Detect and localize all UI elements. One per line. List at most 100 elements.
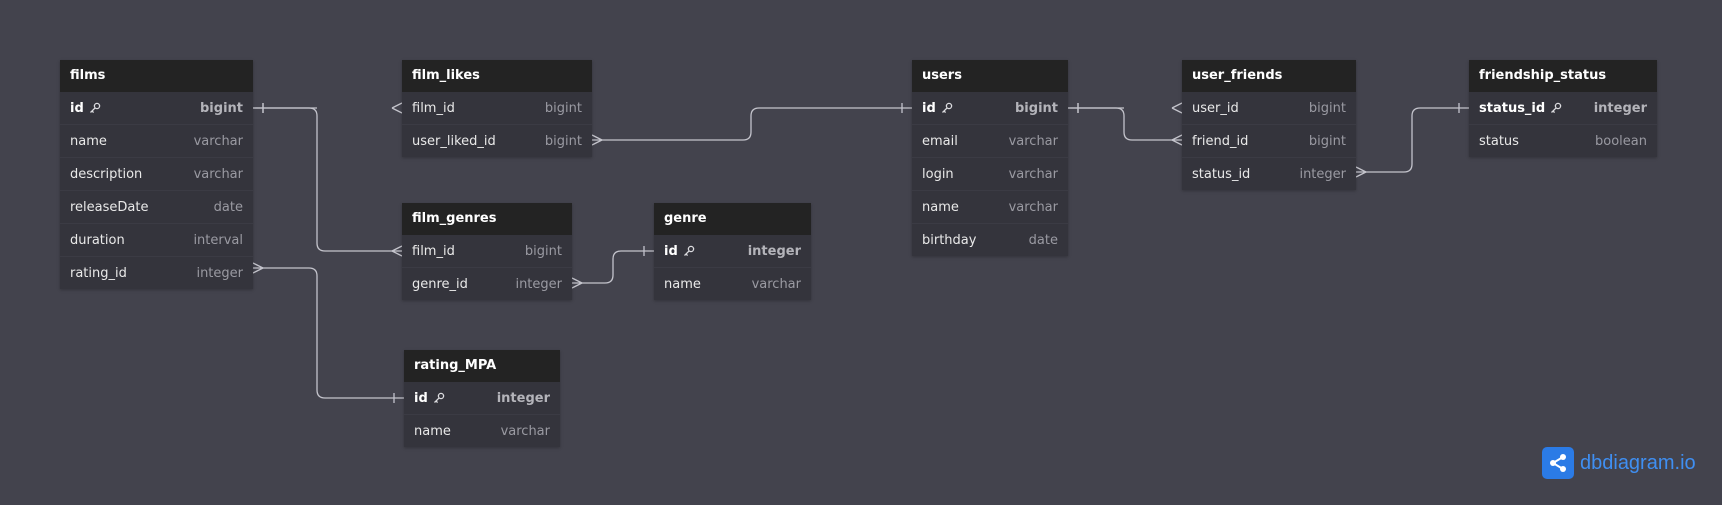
field-name: user_liked_id (412, 133, 496, 149)
field-name: id (664, 243, 678, 259)
field-friendship-status-status-id[interactable]: status_id integer (1469, 92, 1657, 124)
field-users-name[interactable]: name varchar (912, 190, 1068, 223)
table-header-user-friends: user_friends (1182, 60, 1356, 92)
field-name: birthday (922, 232, 977, 248)
field-name: id (922, 100, 936, 116)
table-header-films: films (60, 60, 253, 92)
relationship-line (1068, 107, 1182, 141)
field-name-group: duration (70, 233, 125, 248)
many-marker (591, 134, 603, 146)
field-type: bigint (544, 133, 582, 149)
field-name-group: name (70, 134, 107, 149)
brand-name: dbdiagram (1580, 451, 1675, 474)
field-name-group: name (664, 277, 701, 292)
field-genre-id[interactable]: id integer (654, 235, 811, 267)
table-header-film-genres: film_genres (402, 203, 572, 235)
dbdiagram-brand[interactable]: dbdiagram.io (1542, 447, 1696, 479)
field-type: integer (1593, 100, 1647, 116)
primary-key-icon (683, 245, 695, 257)
many-marker (1171, 134, 1183, 146)
field-type: varchar (193, 166, 243, 182)
table-film-genres[interactable]: film_genres film_id bigint genre_id integer (402, 203, 572, 300)
field-name: name (664, 276, 701, 292)
field-name-group: user_id (1192, 101, 1239, 116)
field-films-duration[interactable]: duration interval (60, 223, 253, 256)
relationship-line (253, 107, 402, 252)
field-name-group: film_id (412, 101, 455, 116)
field-rating-MPA-id[interactable]: id integer (404, 382, 560, 414)
field-name: film_id (412, 243, 455, 259)
field-name: description (70, 166, 143, 182)
field-name-group: id (70, 101, 101, 116)
field-name: name (70, 133, 107, 149)
field-name: name (922, 199, 959, 215)
brand-text: dbdiagram.io (1580, 452, 1696, 475)
field-name-group: friend_id (1192, 134, 1248, 149)
field-name: duration (70, 232, 125, 248)
brand-suffix: .io (1674, 451, 1696, 474)
field-name: id (70, 100, 84, 116)
field-type: integer (196, 265, 243, 281)
many-marker (391, 245, 403, 257)
field-name: status_id (1479, 100, 1546, 116)
table-films[interactable]: films id bigint name varchar description varch… (60, 60, 253, 289)
field-type: bigint (524, 243, 562, 259)
field-film-likes-user-liked-id[interactable]: user_liked_id bigint (402, 124, 592, 157)
field-type: bigint (1015, 100, 1058, 116)
field-films-description[interactable]: description varchar (60, 157, 253, 190)
field-name: friend_id (1192, 133, 1249, 149)
table-header-friendship-status: friendship_status (1469, 60, 1657, 92)
field-name-group: id (664, 244, 695, 259)
field-name-group: genre_id (412, 277, 468, 292)
field-type: integer (747, 243, 801, 259)
field-name-group: releaseDate (70, 200, 148, 215)
relationship-line (253, 267, 404, 399)
field-name: id (414, 390, 428, 406)
field-type: varchar (751, 276, 801, 292)
field-type: varchar (1008, 199, 1058, 215)
field-genre-name[interactable]: name varchar (654, 267, 811, 300)
field-type: date (1028, 232, 1058, 248)
field-type: varchar (193, 133, 243, 149)
relationship-line (592, 107, 912, 141)
field-name-group: login (922, 167, 954, 182)
field-film-genres-film-id[interactable]: film_id bigint (402, 235, 572, 267)
field-name: name (414, 423, 451, 439)
field-name-group: id (922, 101, 953, 116)
field-name: releaseDate (70, 199, 149, 215)
field-type: boolean (1595, 133, 1647, 149)
field-type: interval (193, 232, 243, 248)
field-type: bigint (200, 100, 243, 116)
field-name: email (922, 133, 958, 149)
field-film-genres-genre-id[interactable]: genre_id integer (402, 267, 572, 300)
field-name: login (922, 166, 954, 182)
field-films-name[interactable]: name varchar (60, 124, 253, 157)
primary-key-icon (1550, 102, 1562, 114)
field-users-id[interactable]: id bigint (912, 92, 1068, 124)
field-type: integer (496, 390, 550, 406)
field-users-birthday[interactable]: birthday date (912, 223, 1068, 256)
field-name-group: email (922, 134, 958, 149)
table-header-rating-MPA: rating_MPA (404, 350, 560, 382)
field-name-group: birthday (922, 233, 976, 248)
field-type: integer (515, 276, 562, 292)
field-films-id[interactable]: id bigint (60, 92, 253, 124)
